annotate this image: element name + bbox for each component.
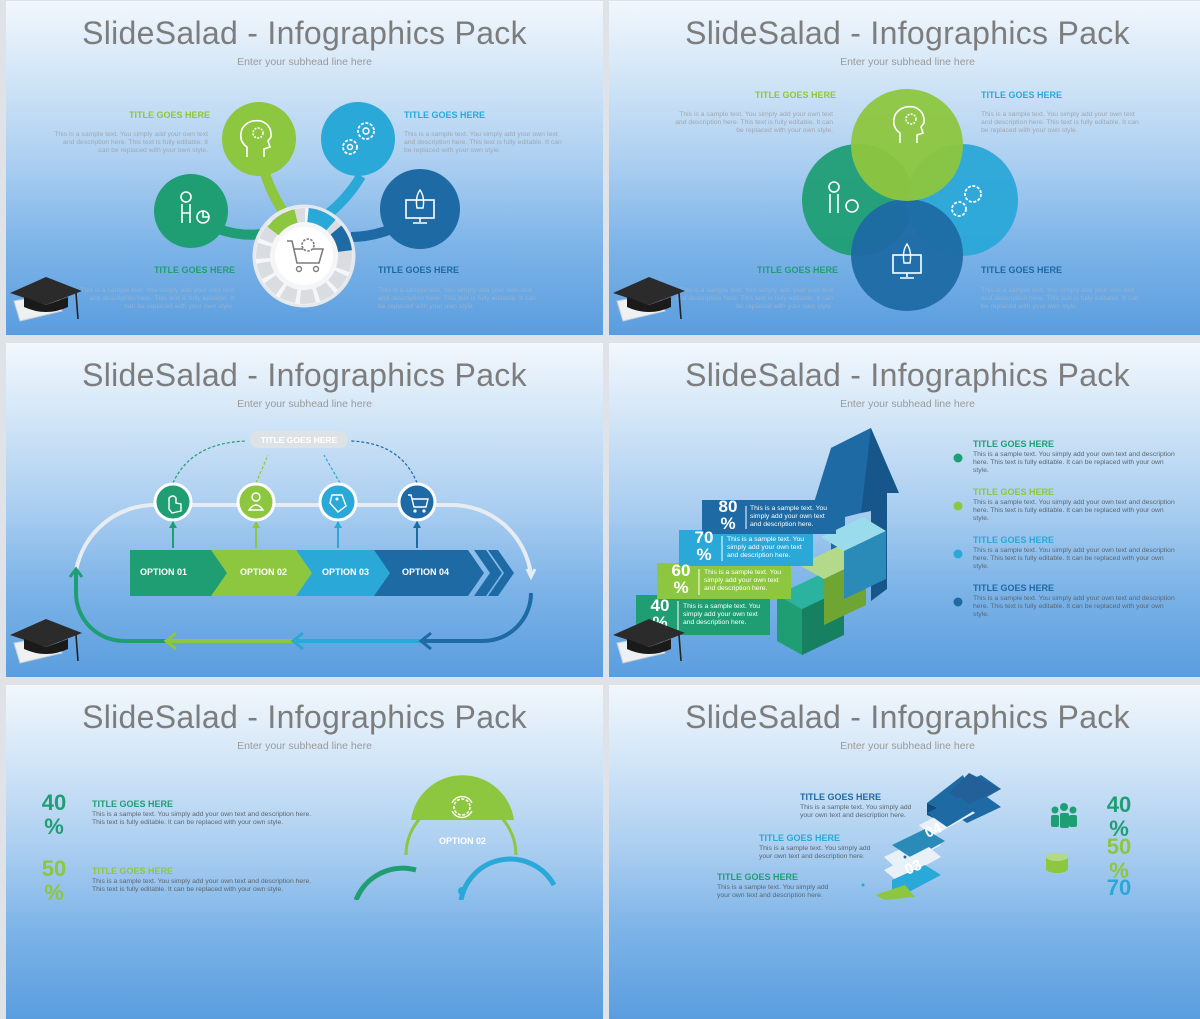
graduation-cap-icon (10, 619, 82, 664)
slide-2-thumbnail[interactable]: SlideSalad - Infographics Pack Enter you… (609, 1, 1200, 335)
point-1-text: This is a sample text. You simply add yo… (675, 111, 833, 135)
legend-bullets (953, 453, 963, 607)
step-40-text: This is a sample text. You simply add yo… (683, 603, 761, 627)
legend-1-title: TITLE GOES HERE (973, 439, 1055, 449)
item-2-text: This is a sample text. You simply add yo… (92, 878, 312, 894)
slide-subhead: Enter your subhead line here (237, 398, 372, 410)
percent-60: 60% (671, 561, 691, 597)
point-3-text: This is a sample text. You simply add yo… (675, 287, 833, 311)
option-02-label: OPTION 02 (438, 836, 486, 846)
option-03-label: OPTION 03 (322, 567, 370, 577)
item-1-title: TITLE GOES HERE (92, 799, 174, 809)
user-gear-icon (240, 119, 272, 157)
slide-title: SlideSalad - Infographics Pack (685, 15, 1130, 51)
point-1-title: TITLE GOES HERE (755, 90, 837, 100)
gears-icon (951, 185, 982, 217)
slide-subhead: Enter your subhead line here (840, 740, 975, 752)
percent-80: 80% (718, 497, 738, 533)
item-1-text: This is a sample text. You simply add yo… (92, 811, 312, 827)
graduation-cap-icon (613, 619, 685, 664)
item-2-title: TITLE GOES HERE (92, 866, 174, 876)
slide-title: SlideSalad - Infographics Pack (82, 699, 527, 735)
legend-3-text: This is a sample text. You simply add yo… (973, 547, 1175, 571)
percent-40: 40% (1106, 792, 1132, 841)
slide-subhead: Enter your subhead line here (237, 740, 372, 752)
slide-5-thumbnail[interactable]: SlideSalad - Infographics Pack Enter you… (6, 685, 603, 1019)
loop-track-graphic (68, 431, 537, 651)
point-2-title: TITLE GOES HERE (404, 110, 486, 120)
tag-icon (329, 494, 347, 513)
monitor-rocket-icon (405, 188, 435, 224)
step-2-title: TITLE GOES HERE (759, 833, 841, 843)
step-3-title: TITLE GOES HERE (717, 872, 799, 882)
point-4-text: This is a sample text. You simply add yo… (981, 287, 1139, 311)
option-02-label: OPTION 02 (240, 567, 288, 577)
user-gear-icon (893, 105, 925, 143)
slide-1-thumbnail[interactable]: SlideSalad - Infographics Pack Enter you… (6, 1, 603, 335)
presenter-chart-icon (828, 181, 859, 213)
legend-3-title: TITLE GOES HERE (973, 535, 1055, 545)
coins-icon (1046, 853, 1068, 873)
point-2-text: This is a sample text. You simply add yo… (404, 131, 562, 155)
graduation-cap-icon (613, 277, 685, 322)
point-4-title: TITLE GOES HERE (981, 265, 1063, 275)
option-04-label: OPTION 04 (402, 567, 450, 577)
percent-40: 40% (41, 790, 67, 839)
legend-2-title: TITLE GOES HERE (973, 487, 1055, 497)
percent-50: 50% (1106, 834, 1132, 883)
cart-icon (408, 494, 429, 513)
point-3-text: This is a sample text. You simply add yo… (80, 287, 234, 311)
slide-6-thumbnail[interactable]: SlideSalad - Infographics Pack Enter you… (609, 685, 1200, 1019)
steps-arrow-graphic (636, 428, 899, 655)
point-1-text: This is a sample text. You simply add yo… (54, 131, 208, 155)
slide-4-thumbnail[interactable]: SlideSalad - Infographics Pack Enter you… (609, 343, 1200, 677)
people-icon (1051, 803, 1077, 828)
slide-subhead: Enter your subhead line here (840, 56, 975, 68)
slide-subhead: Enter your subhead line here (237, 56, 372, 68)
percent-70: 70% (694, 528, 714, 564)
presenter-chart-icon (180, 191, 210, 224)
legend-1-text: This is a sample text. You simply add yo… (973, 451, 1175, 475)
touch-icon (168, 495, 182, 514)
point-3-title: TITLE GOES HERE (154, 265, 236, 275)
percent-70: 70 (1106, 875, 1132, 900)
slide-title: SlideSalad - Infographics Pack (685, 357, 1130, 393)
user-icon (247, 492, 265, 511)
legend-4-title: TITLE GOES HERE (973, 583, 1055, 593)
cart-gear-icon (287, 238, 325, 273)
center-title-pill: TITLE GOES HERE (260, 435, 338, 445)
point-1-title: TITLE GOES HERE (129, 110, 211, 120)
step-60-text: This is a sample text. You simply add yo… (704, 569, 782, 593)
monitor-rocket-icon (892, 242, 922, 279)
graduation-cap-icon (10, 277, 82, 322)
step-2-text: This is a sample text. You simply add yo… (759, 845, 871, 861)
gears-icon (342, 122, 375, 155)
slide-title: SlideSalad - Infographics Pack (82, 15, 527, 51)
slide-title: SlideSalad - Infographics Pack (82, 357, 527, 393)
legend-4-text: This is a sample text. You simply add yo… (973, 595, 1175, 619)
slide-subhead: Enter your subhead line here (840, 398, 975, 410)
point-3-title: TITLE GOES HERE (757, 265, 839, 275)
point-4-text: This is a sample text. You simply add yo… (378, 287, 536, 311)
step-1-text: This is a sample text. You simply add yo… (800, 804, 912, 820)
circle-network-graphic (154, 102, 460, 308)
point-4-title: TITLE GOES HERE (378, 265, 460, 275)
step-3-text: This is a sample text. You simply add yo… (717, 884, 829, 900)
point-2-title: TITLE GOES HERE (981, 90, 1063, 100)
slide-3-thumbnail[interactable]: SlideSalad - Infographics Pack Enter you… (6, 343, 603, 677)
point-2-text: This is a sample text. You simply add yo… (981, 111, 1139, 135)
percent-50: 50% (41, 856, 67, 905)
step-80-text: This is a sample text. You simply add yo… (750, 505, 828, 529)
stairs-arrow-graphic (861, 773, 1001, 900)
option-01-label: OPTION 01 (140, 567, 188, 577)
legend-2-text: This is a sample text. You simply add yo… (973, 499, 1175, 523)
slide-title: SlideSalad - Infographics Pack (685, 699, 1130, 735)
option-ring-graphic (353, 775, 557, 900)
venn-circles-graphic (802, 89, 1018, 311)
step-70-text: This is a sample text. You simply add yo… (727, 536, 805, 560)
step-1-title: TITLE GOES HERE (800, 792, 882, 802)
